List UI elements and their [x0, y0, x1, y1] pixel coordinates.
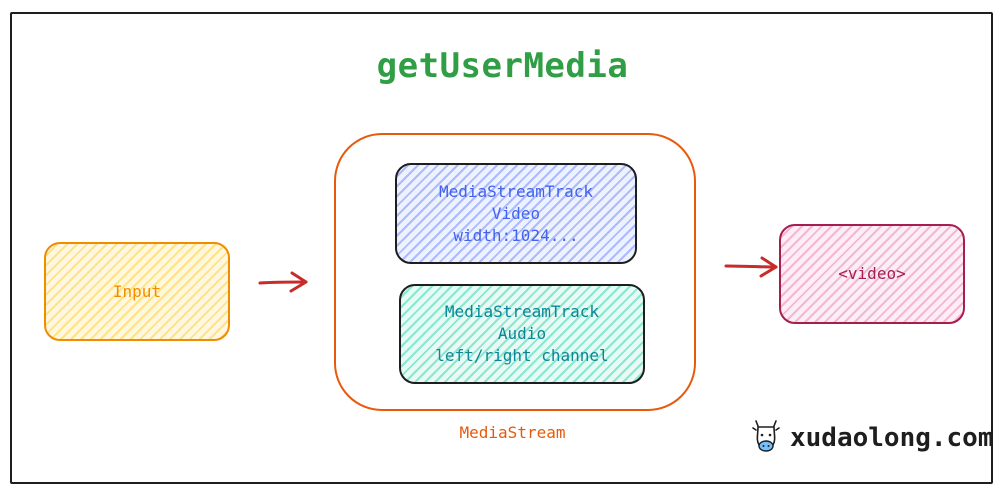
video-track-label: MediaStreamTrack Video width:1024...	[438, 181, 594, 245]
video-track-node: MediaStreamTrack Video width:1024...	[395, 163, 637, 264]
diagram-frame	[10, 12, 993, 484]
media-stream-caption: MediaStream	[459, 423, 566, 442]
media-stream-container	[334, 133, 696, 411]
diagram-title: getUserMedia	[376, 46, 629, 86]
video-output-label: <video>	[838, 264, 906, 283]
brand-text: xudaolong.com	[790, 423, 994, 453]
video-output-node: <video>	[779, 224, 965, 324]
input-node: Input	[44, 242, 230, 341]
cow-head-icon	[752, 420, 780, 452]
arrow-input-to-stream	[258, 271, 308, 293]
input-label: Input	[112, 281, 162, 301]
brand-watermark: xudaolong.com	[752, 418, 994, 458]
arrow-stream-to-video	[724, 256, 778, 278]
audio-track-label: MediaStreamTrack Audio left/right channe…	[435, 302, 609, 365]
audio-track-node: MediaStreamTrack Audio left/right channe…	[399, 284, 645, 384]
